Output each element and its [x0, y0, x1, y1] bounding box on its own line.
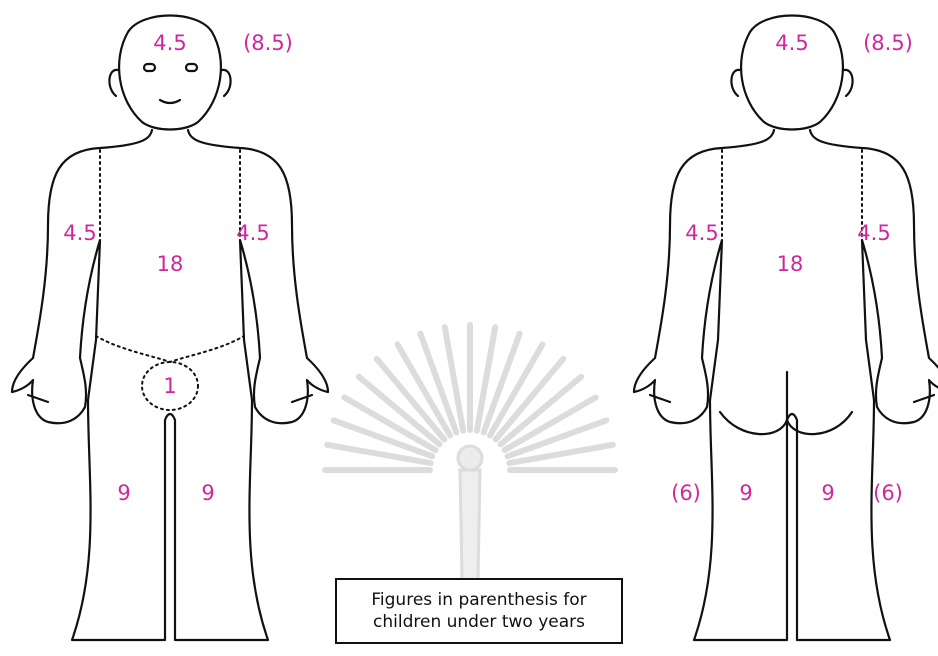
back-left-leg-percent: 9 — [739, 481, 752, 505]
back-left-arm-percent: 4.5 — [685, 221, 718, 245]
front-left-eye — [144, 64, 155, 71]
front-mouth — [160, 100, 180, 103]
back-head-child-percent: (8.5) — [863, 31, 913, 55]
front-left-leg-percent: 9 — [201, 481, 214, 505]
front-body-figure — [12, 16, 328, 641]
front-genitalia-percent: 1 — [163, 374, 176, 398]
back-right-arm-percent: 4.5 — [857, 221, 890, 245]
back-right-thumb — [914, 395, 934, 402]
back-trunk-percent: 18 — [777, 252, 804, 276]
back-right-leg-child-percent: (6) — [873, 481, 903, 505]
back-left-ear — [731, 70, 740, 96]
front-right-thumb — [292, 395, 312, 402]
front-right-arm-percent: 4.5 — [63, 221, 96, 245]
back-left-thumb — [650, 395, 670, 402]
back-head-percent: 4.5 — [775, 31, 808, 55]
front-head-percent: 4.5 — [153, 31, 186, 55]
parenthesis-note-box: Figures in parenthesis for children unde… — [335, 578, 623, 644]
back-right-leg-percent: 9 — [821, 481, 834, 505]
front-left-ear — [109, 70, 118, 96]
note-line-2: children under two years — [373, 611, 585, 633]
front-trunk-percent: 18 — [157, 252, 184, 276]
front-right-ear — [222, 70, 231, 96]
front-head-child-percent: (8.5) — [243, 31, 293, 55]
front-groin-line — [96, 336, 244, 362]
note-line-1: Figures in parenthesis for — [371, 589, 586, 611]
university-emblem-watermark — [325, 325, 615, 580]
back-body-figure — [634, 16, 938, 641]
front-left-thumb — [28, 395, 48, 402]
back-right-ear — [844, 70, 853, 96]
front-right-eye — [186, 64, 197, 71]
front-right-leg-percent: 9 — [117, 481, 130, 505]
back-left-leg-child-percent: (6) — [671, 481, 701, 505]
front-left-arm-percent: 4.5 — [236, 221, 269, 245]
